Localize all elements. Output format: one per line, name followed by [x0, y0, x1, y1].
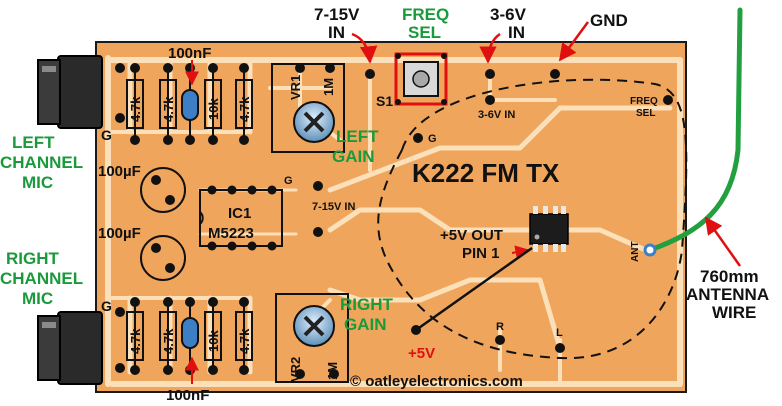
bottom-resistor-bank [126, 297, 253, 375]
freq-label-line1: FREQ [402, 5, 449, 24]
top-ceramic-capacitor [181, 63, 199, 145]
left-channel-line1: LEFT [12, 133, 55, 152]
silk-r: R [496, 321, 504, 333]
electrolytic-capacitor-bottom [140, 235, 186, 281]
pin1-arrow [511, 245, 530, 260]
plus5v-label: +5V [408, 345, 435, 362]
cap-label-top: 100nF [168, 45, 211, 62]
antenna-wire [647, 7, 743, 253]
pin-note-line1: +5V OUT [440, 227, 503, 244]
smd-regulator-chip [529, 206, 569, 252]
v36-label-line2: IN [508, 23, 525, 42]
right-mic-socket [37, 311, 103, 385]
silk-3-6v: 3-6V IN [478, 109, 515, 121]
elec-cap-label-top: 100µF [98, 163, 141, 180]
dashed-region-outline [377, 78, 688, 360]
elec-cap-label-bottom: 100µF [98, 225, 141, 242]
antenna-pad [643, 243, 657, 257]
resistor-label: 4.7k [128, 328, 143, 354]
right-channel-line3: MIC [22, 289, 53, 308]
vin-arrow [351, 32, 378, 64]
resistor-label: 10k [206, 98, 221, 120]
silk-ant: ANT [630, 241, 641, 262]
antenna-label-line2: ANTENNA [686, 285, 769, 304]
resistor-label: 4.7k [161, 328, 176, 354]
resistor-label: 4.7k [128, 96, 143, 122]
s1-label: S1 [376, 93, 393, 109]
right-channel-line1: RIGHT [6, 249, 60, 268]
gnd-label: GND [590, 11, 628, 30]
resistor-label: 10k [206, 330, 221, 352]
silk-freq: FREQ [630, 96, 658, 107]
socket-g-label-bottom: G [101, 298, 112, 314]
antenna-label-arrow [704, 216, 742, 267]
resistor-label: 4.7k [237, 328, 252, 354]
gnd-arrow [558, 21, 590, 62]
silk-g-mid: G [428, 133, 437, 145]
left-channel-line3: MIC [22, 173, 53, 192]
v36-label-line1: 3-6V [490, 5, 527, 24]
right-channel-line2: CHANNEL [0, 269, 83, 288]
vr2-label: VR2 [288, 357, 303, 382]
left-gain-line1: LEFT [336, 127, 379, 146]
pin-note-line2: PIN 1 [462, 245, 500, 262]
silk-7-15v: 7-15V IN [312, 201, 355, 213]
vr1-label: VR1 [288, 75, 303, 100]
right-gain-line2: GAIN [344, 315, 387, 334]
freq-sel-switch-s1 [394, 52, 448, 106]
v36-arrow [479, 32, 501, 64]
top-resistor-bank [126, 63, 253, 145]
right-gain-line1: RIGHT [340, 295, 394, 314]
ic1-name: IC1 [228, 205, 251, 222]
socket-g-label-top: G [101, 127, 112, 143]
left-channel-line2: CHANNEL [0, 153, 83, 172]
vr1-value: 1M [321, 78, 336, 96]
credit-text: © oatleyelectronics.com [350, 373, 523, 390]
vin-label-line1: 7-15V [314, 5, 360, 24]
left-gain-line2: GAIN [332, 147, 375, 166]
plus5v-wire [415, 246, 533, 332]
vr2-value: 1M [325, 362, 340, 380]
left-mic-socket [37, 55, 103, 129]
power-pads [313, 69, 673, 353]
resistor-label: 4.7k [237, 96, 252, 122]
ic1-chip [199, 185, 283, 251]
vin-label-line2: IN [328, 23, 345, 42]
electrolytic-capacitor-top [140, 167, 186, 213]
vr2-trimpot [275, 293, 349, 383]
vr1-trimpot [271, 63, 345, 153]
silk-l: L [556, 327, 563, 339]
silk-g-top: G [284, 175, 293, 187]
board-title: K222 FM TX [412, 158, 560, 188]
cap-label-bottom: 100nF [166, 387, 209, 404]
bottom-ceramic-capacitor [181, 297, 199, 375]
resistor-label: 4.7k [161, 96, 176, 122]
socket-pads [115, 63, 125, 373]
ic1-part: M5223 [208, 225, 254, 242]
freq-label-line2: SEL [408, 23, 441, 42]
antenna-label-line3: WIRE [712, 303, 756, 322]
silk-sel: SEL [636, 108, 655, 119]
antenna-label-line1: 760mm [700, 267, 759, 286]
